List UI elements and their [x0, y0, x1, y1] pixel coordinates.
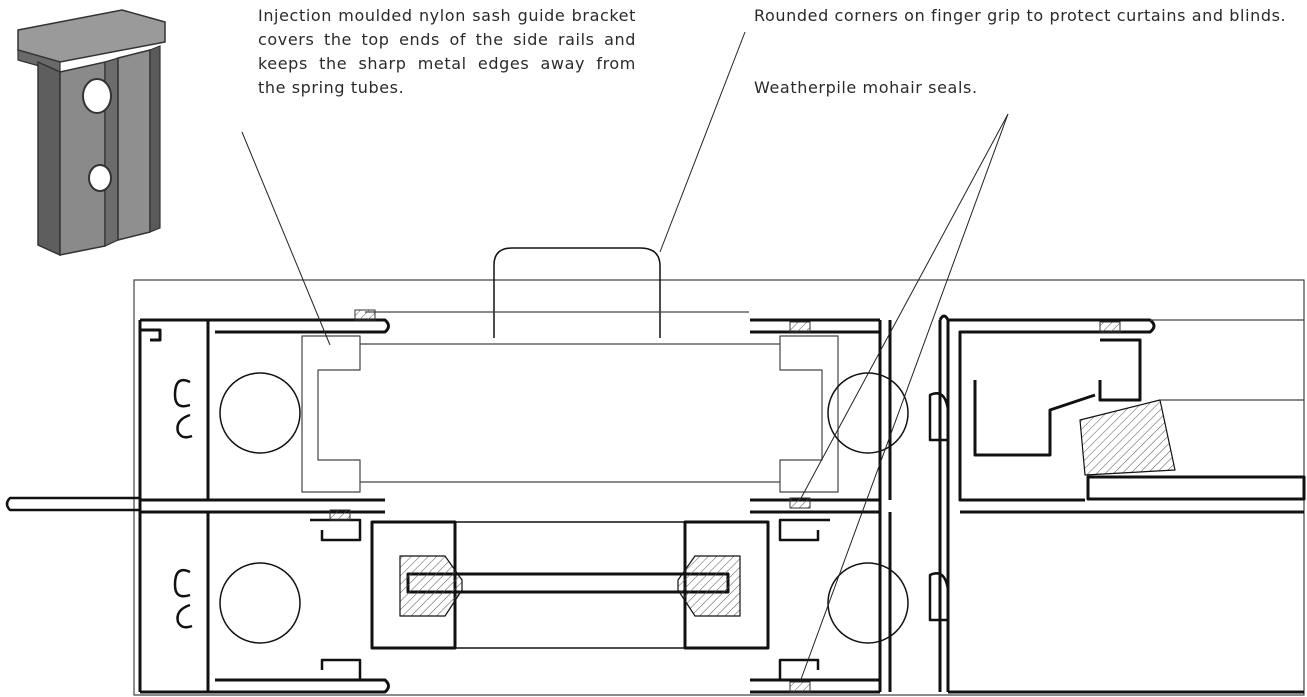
- left-sash-seal-lower: [310, 658, 362, 682]
- leader-finger-grip: [659, 31, 746, 253]
- left-frame-hook-upper: [173, 378, 193, 439]
- outer-frame-outline: [133, 279, 1305, 696]
- right-sash-seal-lower: [778, 658, 830, 682]
- bracket-hole-lower: [88, 164, 112, 192]
- nylon-bracket-left: [301, 335, 361, 493]
- mohair-seal-2: [789, 321, 811, 333]
- mohair-seal-4: [329, 509, 351, 521]
- left-frame-hook-lower: [173, 568, 193, 629]
- bracket-right-edge: [149, 45, 161, 233]
- mullion-hook-upper: [928, 392, 950, 442]
- right-glazing-bead: [1098, 338, 1142, 402]
- bracket-annotation: Injection moulded nylon sash guide brack…: [258, 6, 636, 97]
- right-sash-seal-upper: [778, 518, 830, 542]
- right-glazing-clip: [973, 380, 1096, 457]
- leader-seal-2: [799, 113, 1009, 683]
- finger-grip: [493, 247, 661, 338]
- left-sill-fin: [5, 496, 142, 512]
- centre-right-frame-profile: [750, 318, 892, 694]
- left-sash-seal-upper: [310, 518, 362, 542]
- left-frame-top-rail: [140, 318, 390, 694]
- left-spring-tube-upper: [219, 372, 301, 454]
- mohair-seal-5: [789, 681, 811, 693]
- right-spring-tube-lower: [827, 562, 909, 644]
- left-frame-profile: [138, 318, 210, 694]
- nylon-bracket-right: [779, 335, 839, 493]
- centre-mullion: [938, 314, 950, 692]
- sash-guide-bracket-illustration: [17, 9, 166, 257]
- right-glazing-gasket: [677, 555, 741, 617]
- seals-annotation: Weatherpile mohair seals.: [754, 78, 978, 97]
- mohair-seal-3: [789, 497, 811, 509]
- finger-grip-annotation: Rounded corners on finger grip to protec…: [754, 6, 1287, 25]
- left-glazing-gasket: [399, 555, 463, 617]
- leader-seal-1: [799, 113, 1009, 501]
- mohair-seal-6: [1099, 321, 1121, 333]
- left-spring-tube-lower: [219, 562, 301, 644]
- mullion-hook-lower: [928, 572, 950, 622]
- leader-bracket: [241, 131, 331, 346]
- mohair-seal-1: [354, 309, 376, 321]
- lower-sash-rail: [372, 521, 768, 649]
- right-frame-profile: [948, 318, 1304, 694]
- bracket-hole-upper: [82, 78, 112, 114]
- right-glazing-gasket: [1079, 399, 1176, 476]
- right-spring-tube-upper: [827, 372, 909, 454]
- right-glass-pane: [1086, 475, 1306, 501]
